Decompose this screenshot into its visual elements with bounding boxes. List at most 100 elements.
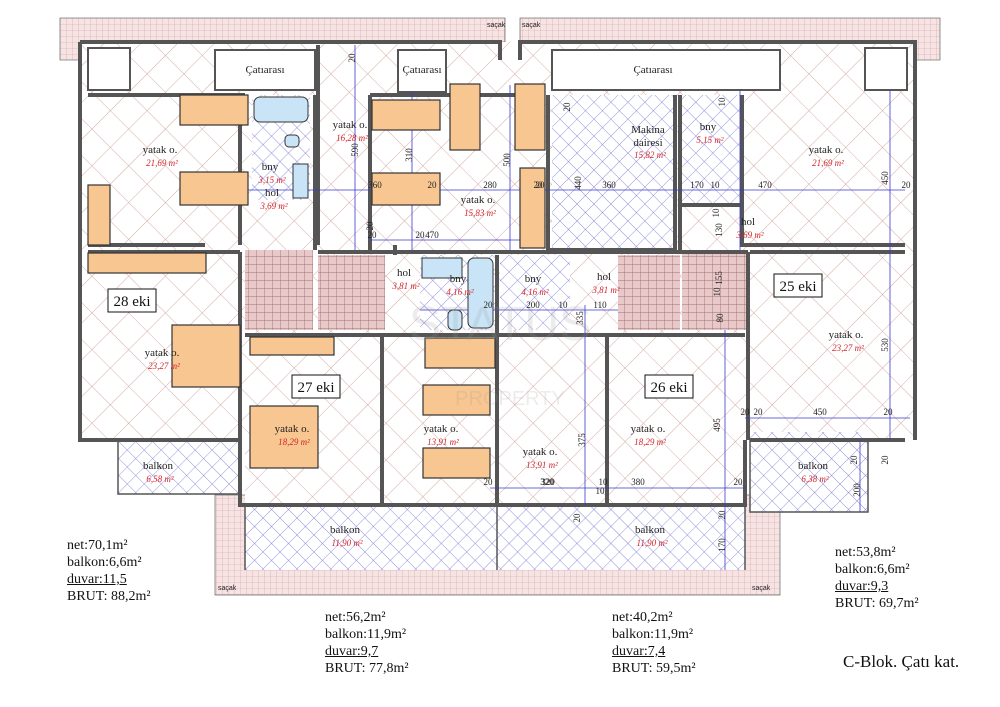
toilet-icon bbox=[284, 134, 300, 148]
room-name: balkon bbox=[798, 460, 828, 472]
room-label: yatak o. 23,27 m² bbox=[829, 329, 865, 353]
gross-area: BRUT: 88,2m² bbox=[67, 589, 151, 604]
gross-area: BRUT: 77,8m² bbox=[325, 661, 409, 676]
dimension-label: 20 bbox=[536, 180, 546, 190]
room-label: yatak o.18,29 m² bbox=[275, 423, 311, 447]
dimension-label: 20 bbox=[572, 513, 582, 523]
net-area: net:40,2m² bbox=[612, 610, 673, 625]
room-label: yatak o.16,28 m² bbox=[333, 119, 369, 143]
room-label: yatak o.21,69 m² bbox=[809, 144, 845, 168]
dimension-label: 320 bbox=[540, 477, 554, 487]
room-name: balkon bbox=[635, 524, 665, 536]
dimension-label: 20 bbox=[884, 407, 894, 417]
wall-area: duvar:9,3 bbox=[835, 579, 889, 594]
eave-label: saçak bbox=[487, 22, 506, 29]
room-area: 23,27 m² bbox=[832, 343, 864, 353]
single-bed-icon bbox=[371, 99, 441, 131]
dimension-label: 360 bbox=[602, 180, 616, 190]
room-name: bny bbox=[525, 273, 542, 285]
wardrobe-icon bbox=[249, 336, 335, 356]
room-area: 11,90 m² bbox=[636, 538, 667, 548]
room-name: yatak o. bbox=[829, 329, 864, 341]
dimension-label: 280 bbox=[483, 180, 497, 190]
dimension-label: 110 bbox=[593, 300, 607, 310]
room-area: 16,28 m² bbox=[336, 133, 368, 143]
net-area: net:70,1m² bbox=[67, 538, 128, 553]
dimension-label: 450 bbox=[813, 407, 827, 417]
dimension-label: 10 bbox=[711, 208, 721, 218]
room-name: yatak o. bbox=[424, 423, 459, 435]
room-name: yatak o. bbox=[275, 423, 310, 435]
dimension-label: 20 bbox=[484, 477, 494, 487]
double-bed-icon bbox=[171, 324, 241, 388]
room-area: 6,58 m² bbox=[146, 474, 173, 484]
room-area: 23,27 m² bbox=[148, 361, 180, 371]
room-area: 3,15 m² bbox=[257, 175, 285, 185]
room-label: yatak o.23,27 m² bbox=[145, 347, 181, 371]
single-bed-icon bbox=[422, 447, 491, 479]
dimension-label: 20 bbox=[484, 300, 494, 310]
dimension-label: 380 bbox=[631, 477, 645, 487]
single-bed-icon bbox=[422, 384, 491, 416]
dimension-label: 200 bbox=[852, 483, 862, 497]
dimension-label: 470 bbox=[758, 180, 772, 190]
dimension-label: 170 bbox=[717, 538, 727, 552]
balcony-area: balkon:11,9m² bbox=[325, 627, 407, 642]
single-bed-icon bbox=[179, 171, 249, 206]
room-name: hol bbox=[397, 267, 411, 279]
unit-label-26: 26 eki bbox=[650, 380, 687, 396]
room-area: 6,38 m² bbox=[801, 474, 828, 484]
balcony-area: balkon:11,9m² bbox=[612, 627, 694, 642]
dimension-label: 500 bbox=[502, 153, 512, 167]
net-area: net:53,8m² bbox=[835, 545, 896, 560]
gross-area: BRUT: 69,7m² bbox=[835, 596, 919, 611]
dimension-label: 10 bbox=[712, 287, 722, 297]
dimension-label: 20 bbox=[416, 230, 426, 240]
room-label: yatak o. 21,69 m² bbox=[143, 144, 179, 168]
room-name: yatak o. bbox=[461, 194, 496, 206]
dimension-label: 10 bbox=[711, 180, 721, 190]
walls bbox=[78, 40, 917, 570]
attic-label: Çatıarası bbox=[402, 64, 441, 76]
dimension-label: 20 bbox=[368, 230, 378, 240]
wall-area: duvar:7,4 bbox=[612, 644, 666, 659]
room-area: 13,91 m² bbox=[526, 460, 558, 470]
wall-area: duvar:11,5 bbox=[67, 572, 127, 587]
dimension-label: 590 bbox=[350, 143, 360, 157]
unit-label-25: 25 eki bbox=[779, 279, 816, 295]
dimension-label: 20 bbox=[754, 407, 764, 417]
dimension-label: 10 bbox=[717, 97, 727, 107]
dimension-label: 20 bbox=[347, 53, 357, 63]
room-area: 21,69 m² bbox=[146, 158, 178, 168]
unit-label-27: 27 eki bbox=[297, 380, 334, 396]
dimension-label: 170 bbox=[690, 180, 704, 190]
room-area: 18,29 m² bbox=[634, 437, 666, 447]
room-name: yatak o. bbox=[809, 144, 844, 156]
double-bed-icon bbox=[249, 405, 319, 469]
room-name: yatak o. bbox=[143, 144, 178, 156]
dimension-label: 375 bbox=[577, 433, 587, 447]
unit-summary-28: net:70,1m² balkon:6,6m² duvar:11,5 BRUT:… bbox=[67, 537, 151, 605]
room-name: hol bbox=[597, 271, 611, 283]
dimension-label: 20 bbox=[428, 180, 438, 190]
sink-icon bbox=[292, 163, 309, 199]
unit-summary-25: net:53,8m² balkon:6,6m² duvar:9,3 BRUT: … bbox=[835, 544, 919, 612]
dimension-label: 20 bbox=[734, 477, 744, 487]
room-label: balkon 11,90 m² bbox=[635, 524, 668, 548]
single-bed-icon bbox=[449, 83, 481, 151]
plan-title: C-Blok. Çatı kat. bbox=[843, 652, 960, 671]
dimension-label: 495 bbox=[712, 418, 722, 432]
sink-icon bbox=[421, 257, 463, 279]
dimension-label: 440 bbox=[573, 176, 583, 190]
dimension-label: 20 bbox=[562, 102, 572, 112]
dimension-label: 155 bbox=[714, 271, 724, 285]
watermark-logo: STATUS bbox=[409, 298, 591, 351]
